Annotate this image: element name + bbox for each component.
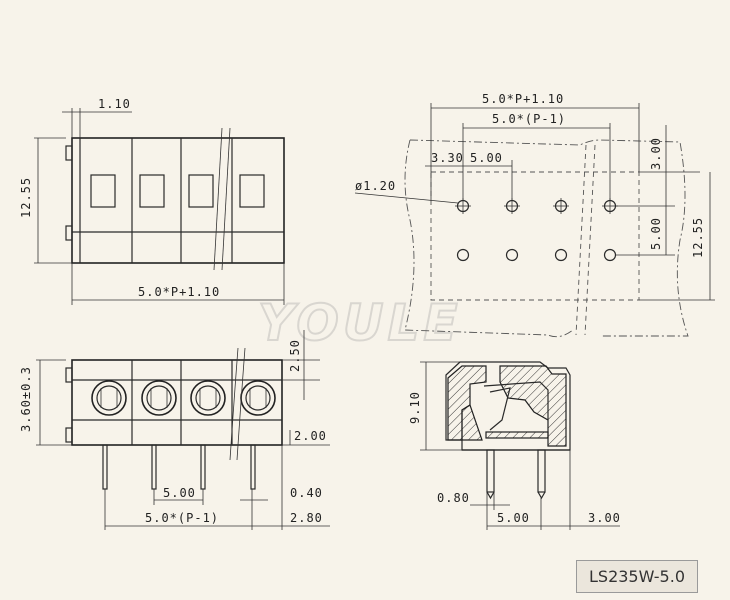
dim-pcb-row-spacing: 5.00 (649, 217, 663, 250)
pcb-holes (455, 198, 618, 262)
dim-front-height: 3.60±0.3 (19, 366, 33, 432)
top-view: 1.10 12.55 5.0*P+1.10 (19, 97, 285, 305)
dim-side-height: 9.10 (408, 391, 422, 424)
part-number-label: LS235W-5.0 (576, 560, 698, 593)
dim-pcb-height: 12.55 (691, 217, 705, 258)
dim-front-pin-height: 2.00 (294, 429, 327, 443)
pcb-layout: 5.0*P+1.10 5.0*(P-1) 3.30 5.00 ø1.20 3.0… (354, 92, 715, 338)
dim-pcb-edge-offset: 3.30 (431, 151, 464, 165)
dim-front-overall: 5.0*(P-1) (145, 511, 219, 525)
side-view: 9.10 0.80 5.00 3.00 (408, 361, 621, 530)
dim-front-top-offset: 2.50 (288, 339, 302, 372)
dim-top-height: 12.55 (19, 177, 33, 218)
dim-side-pin-width: 0.80 (437, 491, 470, 505)
dim-pcb-pitch-span: 5.0*(P-1) (492, 112, 566, 126)
front-view: 3.60±0.3 2.50 2.00 5.00 0.40 5.0*(P-1) 2… (19, 330, 330, 530)
dim-top-length: 5.0*P+1.10 (138, 285, 220, 299)
watermark-text: YOULE (258, 294, 462, 352)
dim-pcb-pitch: 5.00 (470, 151, 503, 165)
dim-top-pitch-offset: 1.10 (98, 97, 131, 111)
dim-pcb-hole-diameter: ø1.20 (355, 179, 396, 193)
dim-side-row-spacing: 5.00 (497, 511, 530, 525)
dim-front-end-offset: 2.80 (290, 511, 323, 525)
pins (102, 444, 256, 490)
dim-front-pitch: 5.00 (163, 486, 196, 500)
dim-pcb-top-offset: 3.00 (649, 137, 663, 170)
screw-holes (91, 380, 276, 416)
dim-side-offset: 3.00 (588, 511, 621, 525)
dim-front-pin-width: 0.40 (290, 486, 323, 500)
dim-pcb-overall: 5.0*P+1.10 (482, 92, 564, 106)
